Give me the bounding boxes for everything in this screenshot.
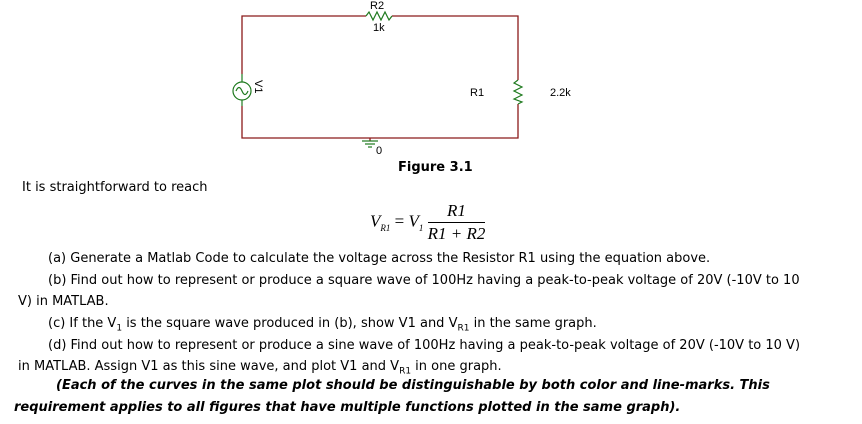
item-d-line2-part1: in MATLAB. Assign V1 as this sine wave, … — [18, 359, 400, 374]
item-b-text-line1: (b) Find out how to represent or produce… — [48, 273, 800, 288]
equation-lhs: V — [370, 211, 381, 231]
item-d-line2-part2: in one graph. — [411, 359, 502, 374]
circuit-wires — [241, 15, 519, 141]
ac-source-symbol — [232, 74, 252, 106]
equation-lhs-subscript: R1 — [380, 222, 391, 233]
equation-denominator: R1 + R2 — [427, 224, 486, 243]
equation-fraction: R1 R1 + R2 — [427, 201, 486, 244]
item-c-sub1: 1 — [116, 323, 123, 334]
ground-symbol — [362, 140, 378, 148]
ground-node-label: 0 — [376, 145, 382, 157]
equation-equals: = — [394, 211, 405, 231]
note-line2: requirement applies to all figures that … — [14, 400, 681, 415]
source-name-label: V1 — [252, 80, 264, 93]
figure-caption: Figure 3.1 — [398, 160, 473, 175]
intro-text: It is straightforward to reach — [22, 180, 208, 195]
item-c-text: (c) If the V1 is the square wave produce… — [48, 316, 597, 334]
item-d-text-line1: (d) Find out how to represent or produce… — [48, 338, 801, 353]
resistor-r1-symbol — [512, 79, 524, 105]
r1-value-label: 2.2k — [550, 87, 571, 99]
item-b-text-line2: V) in MATLAB. — [18, 294, 109, 309]
item-d-line2-sub: R1 — [399, 366, 412, 377]
r2-name-label: R2 — [370, 0, 384, 12]
note-line1: (Each of the curves in the same plot sho… — [56, 378, 770, 393]
circuit-diagram: R2 1k R1 2.2k V1 0 — [232, 0, 571, 157]
voltage-divider-equation: VR1 = V1 R1 R1 + R2 — [370, 201, 486, 244]
item-c-part1: (c) If the V — [48, 316, 117, 331]
r1-name-label: R1 — [470, 87, 484, 99]
r2-value-label: 1k — [373, 22, 385, 34]
equation-numerator: R1 — [427, 201, 486, 223]
item-c-part3: in the same graph. — [469, 316, 597, 331]
resistor-r2-symbol — [365, 10, 393, 22]
equation-rhs: V — [408, 211, 419, 231]
item-c-sub2: R1 — [457, 323, 470, 334]
item-d-text-line2: in MATLAB. Assign V1 as this sine wave, … — [18, 359, 502, 377]
item-a-text: (a) Generate a Matlab Code to calculate … — [48, 251, 711, 266]
item-c-part2: is the square wave produced in (b), show… — [122, 316, 458, 331]
equation-rhs-subscript: 1 — [418, 222, 424, 233]
